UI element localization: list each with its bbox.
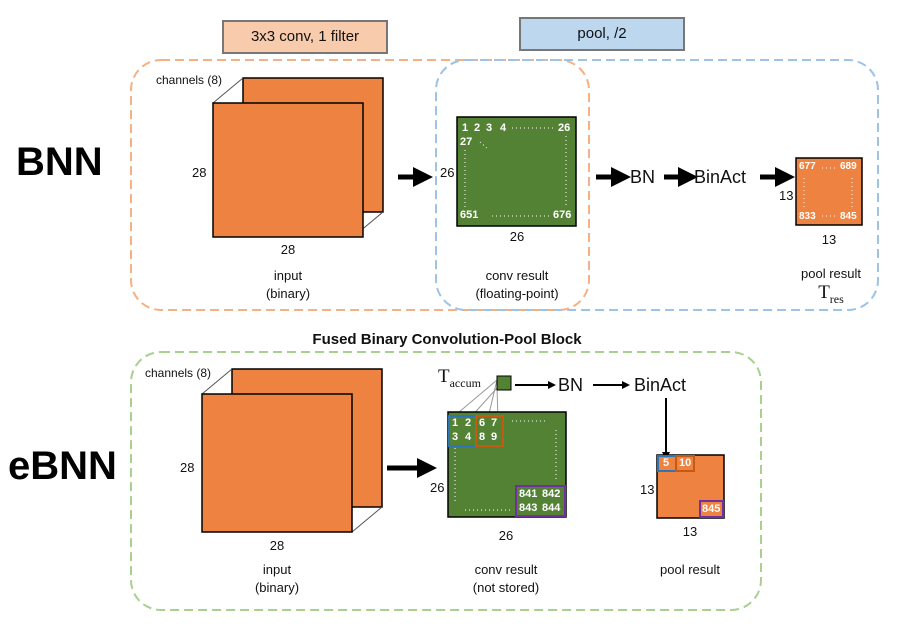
- bnn-tres-sub: res: [829, 291, 844, 306]
- pool-banner: pool, /2: [519, 17, 685, 51]
- ebnn-label: eBNN: [8, 444, 117, 488]
- fused-block-title: Fused Binary Convolution-Pool Block: [312, 331, 582, 348]
- ebnn-window-purple: [515, 485, 566, 517]
- ebnn-pool-window-purple: [699, 500, 724, 518]
- ebnn-pool-cell-845: 845: [702, 503, 721, 515]
- ebnn-cell-842: 842: [542, 488, 561, 500]
- ebnn-pool-cell-5: 5: [663, 457, 670, 469]
- ebnn-conv-result-square: [447, 411, 567, 518]
- bnn-input-width: 28: [280, 242, 296, 257]
- bnn-cell-1: 1: [462, 122, 469, 134]
- bnn-input-height: 28: [192, 165, 207, 180]
- conv-region-box: [130, 59, 590, 311]
- ebnn-bn-label: BN: [558, 375, 584, 395]
- bnn-tres-main: T: [818, 282, 830, 303]
- bnn-pool-cell-689: 689: [840, 161, 857, 172]
- bnn-conv-width: 26: [509, 229, 525, 244]
- bnn-conv-height: 26: [440, 165, 455, 180]
- bnn-cell-2: 2: [474, 122, 481, 134]
- ebnn-input-height: 28: [180, 460, 195, 475]
- ebnn-input-caption-1: input: [262, 562, 292, 577]
- ebnn-conv-height: 26: [430, 480, 445, 495]
- ebnn-taccum-main: T: [438, 366, 450, 387]
- ebnn-pool-result-square: [656, 454, 725, 519]
- ebnn-cell-4: 4: [465, 431, 472, 443]
- ebnn-cell-843: 843: [519, 502, 538, 514]
- ebnn-cell-7: 7: [491, 417, 498, 429]
- ebnn-cell-841: 841: [519, 488, 538, 500]
- conv-banner: 3x3 conv, 1 filter: [222, 20, 388, 54]
- bnn-conv-caption-2: (floating-point): [475, 286, 559, 301]
- ebnn-window-orange: [475, 415, 504, 447]
- pool-region-box: [435, 59, 879, 311]
- ebnn-pool-width: 13: [682, 524, 698, 539]
- ebnn-conv-caption-1: conv result: [474, 562, 538, 577]
- bnn-input-cube: [212, 77, 384, 238]
- bnn-cell-3: 3: [486, 122, 493, 134]
- ebnn-cell-1: 1: [452, 417, 459, 429]
- bnn-conv-result-square: [456, 116, 577, 227]
- ebnn-cell-8: 8: [479, 431, 486, 443]
- bnn-input-caption-1: input: [273, 268, 303, 283]
- ebnn-input-cube: [201, 368, 383, 533]
- ebnn-pool-cell-10: 10: [679, 457, 692, 469]
- bnn-tres-label: Tres: [818, 282, 844, 307]
- bnn-pool-caption: pool result: [801, 266, 861, 281]
- bnn-binact-label: BinAct: [694, 167, 747, 187]
- ebnn-cell-9: 9: [491, 431, 498, 443]
- bnn-bn-label: BN: [630, 167, 656, 187]
- ebnn-conv-dots: [454, 420, 557, 511]
- bnn-cell-651: 651: [460, 209, 479, 221]
- taccum-square: [496, 375, 512, 391]
- bnn-cell-27: 27: [460, 136, 473, 148]
- bnn-conv-dots: [464, 127, 567, 217]
- bnn-cell-4: 4: [500, 122, 507, 134]
- ebnn-input-caption-2: (binary): [254, 580, 300, 595]
- bnn-pool-cell-833: 833: [799, 211, 816, 222]
- bnn-pool-height: 13: [779, 188, 794, 203]
- ebnn-cell-2: 2: [465, 417, 472, 429]
- fused-block-box: [130, 351, 762, 611]
- bnn-cell-26: 26: [558, 122, 571, 134]
- ebnn-input-width: 28: [269, 538, 285, 553]
- bnn-channels-label: channels (8): [156, 73, 223, 87]
- bnn-pool-width: 13: [821, 232, 837, 247]
- bnn-cell-676: 676: [553, 209, 572, 221]
- bnn-pool-cell-677: 677: [799, 161, 816, 172]
- ebnn-taccum-label: Taccum: [438, 366, 481, 391]
- ebnn-binact-label: BinAct: [634, 375, 687, 395]
- ebnn-cell-844: 844: [542, 502, 561, 514]
- ebnn-cell-6: 6: [479, 417, 486, 429]
- ebnn-pool-window-orange: [675, 455, 695, 472]
- ebnn-conv-width: 26: [498, 528, 514, 543]
- ebnn-pool-height: 13: [640, 482, 655, 497]
- ebnn-conv-caption-2: (not stored): [472, 580, 540, 595]
- bnn-conv-caption-1: conv result: [485, 268, 549, 283]
- ebnn-taccum-sub: accum: [449, 375, 481, 390]
- bnn-label: BNN: [16, 140, 103, 184]
- bnn-pool-result-square: [795, 157, 863, 226]
- bnn-pool-dots: [803, 167, 853, 217]
- bnn-pool-cell-845: 845: [840, 211, 857, 222]
- ebnn-pool-caption: pool result: [660, 562, 720, 577]
- bnn-input-caption-2: (binary): [265, 286, 311, 301]
- ebnn-channels-label: channels (8): [145, 366, 212, 380]
- ebnn-cell-3: 3: [452, 431, 459, 443]
